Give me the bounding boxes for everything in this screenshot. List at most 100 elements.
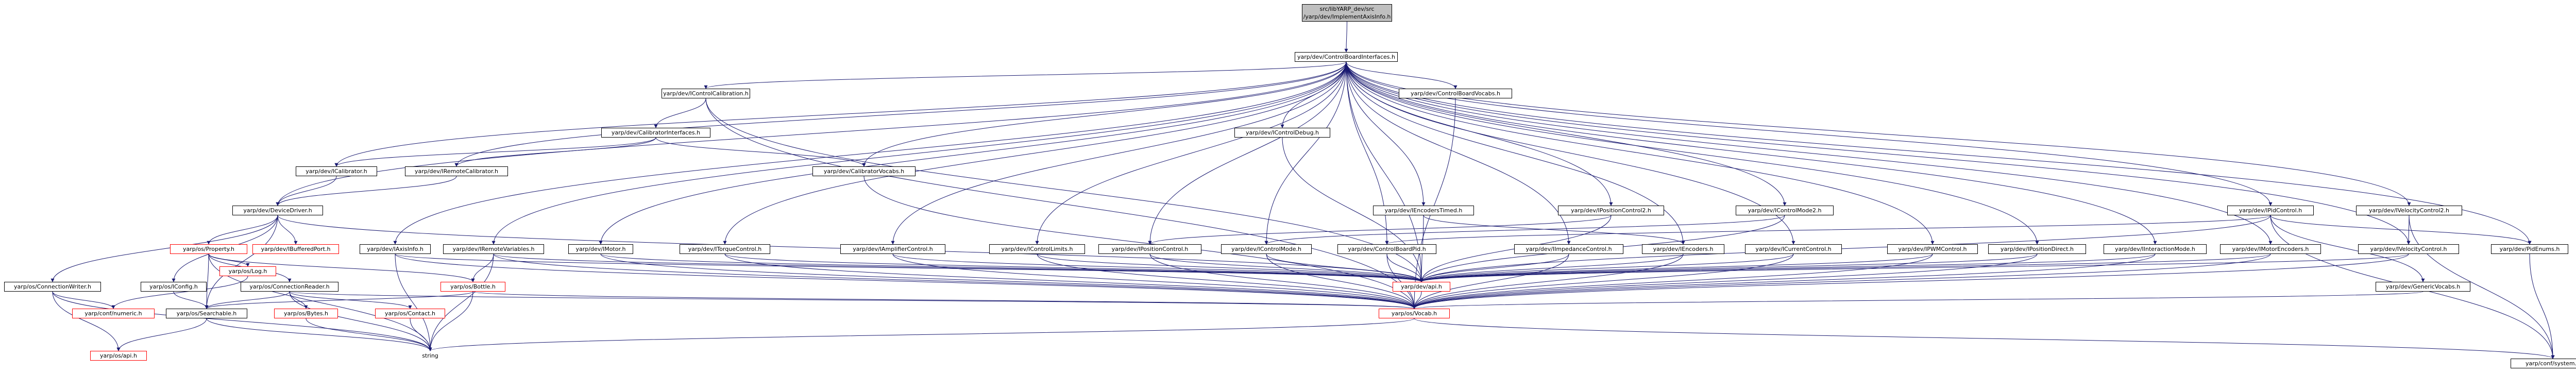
node-iimpedance-control[interactable]: yarp/dev/IImpedanceControl.h <box>1514 244 1623 254</box>
node-iencoders-timed[interactable]: yarp/dev/IEncodersTimed.h <box>1373 206 1474 215</box>
node-iaxis-info[interactable]: yarp/dev/IAxisInfo.h <box>360 244 431 254</box>
include-edge <box>1419 253 2038 282</box>
include-edge <box>1346 61 1787 206</box>
node-log[interactable]: yarp/os/Log.h <box>219 266 276 276</box>
node-icontrol-calibration[interactable]: yarp/dev/IControlCalibration.h <box>662 89 750 98</box>
include-edge <box>2409 215 2555 359</box>
include-edge <box>1419 253 2156 282</box>
node-searchable[interactable]: yarp/os/Searchable.h <box>166 309 247 318</box>
include-edge <box>277 215 298 245</box>
include-edge <box>111 276 248 309</box>
include-edge <box>1346 61 2273 206</box>
include-edge <box>1412 291 1422 309</box>
include-edge <box>1346 61 1571 245</box>
include-edge <box>1412 98 1456 309</box>
include-edge <box>276 61 1347 206</box>
include-edge <box>428 318 1415 351</box>
include-edge <box>116 318 207 351</box>
node-calibrator-vocabs[interactable]: yarp/dev/CalibratorVocabs.h <box>812 166 916 176</box>
node-conf-numeric[interactable]: yarp/conf/numeric.h <box>72 309 155 318</box>
node-connection-reader[interactable]: yarp/os/ConnectionReader.h <box>241 282 338 292</box>
node-ibuffered-port[interactable]: yarp/dev/IBufferedPort.h <box>252 244 339 254</box>
node-iencoders[interactable]: yarp/dev/IEncoders.h <box>1642 244 1724 254</box>
node-property[interactable]: yarp/os/Property.h <box>170 244 247 254</box>
node-iremote-calibrator[interactable]: yarp/dev/IRemoteCalibrator.h <box>405 166 508 176</box>
node-itorque-control[interactable]: yarp/dev/ITorqueControl.h <box>680 244 770 254</box>
node-iposition-control2[interactable]: yarp/dev/IPositionControl2.h <box>1558 206 1664 215</box>
include-edge <box>1412 253 1684 309</box>
include-edge <box>395 253 432 351</box>
include-edge <box>1413 291 2424 309</box>
node-dev-api[interactable]: yarp/dev/api.h <box>1393 282 1450 292</box>
root-node[interactable]: src/libYARP_dev/src /yarp/dev/ImplementA… <box>1302 4 1392 22</box>
root-line1: src/libYARP_dev/src <box>1319 6 1375 12</box>
node-imotor-encoders[interactable]: yarp/dev/IMotorEncoders.h <box>2220 244 2321 254</box>
node-iremote-variables[interactable]: yarp/dev/IRemoteVariables.h <box>443 244 544 254</box>
node-imotor[interactable]: yarp/dev/IMotor.h <box>568 244 633 254</box>
node-control-board-vocabs[interactable]: yarp/dev/ControlBoardVocabs.h <box>1399 89 1512 98</box>
include-edge <box>52 291 121 351</box>
node-conf-system[interactable]: yarp/conf/system.h <box>2511 359 2576 368</box>
node-icalibrator[interactable]: yarp/dev/ICalibrator.h <box>296 166 377 176</box>
include-edge <box>1264 215 1785 245</box>
include-edge <box>50 215 278 282</box>
node-icontrol-limits[interactable]: yarp/dev/IControlLimits.h <box>989 244 1085 254</box>
node-iconfig[interactable]: yarp/os/IConfig.h <box>141 282 207 292</box>
include-edge <box>1282 137 1423 282</box>
node-generic-vocabs[interactable]: yarp/dev/GenericVocabs.h <box>2376 282 2470 292</box>
include-edge <box>2270 215 2425 282</box>
node-string[interactable]: string <box>422 352 438 359</box>
include-edge <box>492 61 1347 245</box>
node-iposition-direct[interactable]: yarp/dev/IPositionDirect.h <box>1988 244 2086 254</box>
node-icontrol-mode[interactable]: yarp/dev/IControlMode.h <box>1221 244 1312 254</box>
include-edge <box>1412 253 1933 309</box>
include-edge <box>1346 61 2039 245</box>
include-edge <box>306 318 432 351</box>
node-icontrol-mode2[interactable]: yarp/dev/IControlMode2.h <box>1736 206 1834 215</box>
include-edge <box>892 253 1416 309</box>
include-edge <box>493 253 1416 309</box>
node-iposition-control[interactable]: yarp/dev/IPositionControl.h <box>1098 244 1201 254</box>
include-edge <box>1423 215 1685 245</box>
include-edge <box>207 215 278 245</box>
include-edge <box>205 291 473 309</box>
include-edge <box>1346 61 2411 206</box>
include-edge <box>289 291 412 309</box>
node-contact[interactable]: yarp/os/Contact.h <box>375 309 445 318</box>
include-edge <box>208 253 475 282</box>
node-device-driver[interactable]: yarp/dev/DeviceDriver.h <box>232 206 323 215</box>
include-edge <box>1037 253 1423 282</box>
node-control-board-pid[interactable]: yarp/dev/ControlBoardPid.h <box>1337 244 1436 254</box>
include-edge <box>704 61 1347 89</box>
node-icurrent-control[interactable]: yarp/dev/ICurrentControl.h <box>1745 244 1842 254</box>
node-ipid-control[interactable]: yarp/dev/IPidControl.h <box>2227 206 2314 215</box>
node-vocab[interactable]: yarp/os/Vocab.h <box>1379 309 1450 318</box>
node-os-api[interactable]: yarp/os/api.h <box>90 351 147 361</box>
node-iinteraction-mode[interactable]: yarp/dev/IInteractionMode.h <box>2104 244 2207 254</box>
include-edge <box>393 61 1347 245</box>
include-edge <box>1419 253 1933 282</box>
node-calibrator-interfaces[interactable]: yarp/dev/CalibratorInterfaces.h <box>601 128 710 138</box>
node-icontrol-debug[interactable]: yarp/dev/IControlDebug.h <box>1234 128 1330 138</box>
node-connection-writer[interactable]: yarp/os/ConnectionWriter.h <box>4 282 101 292</box>
include-edge <box>1264 61 1347 245</box>
include-edge <box>1386 253 1416 309</box>
include-edge <box>1266 253 1423 282</box>
include-edge <box>655 137 866 167</box>
include-edge <box>724 253 1416 309</box>
node-iamplifier-control[interactable]: yarp/dev/IAmplifierControl.h <box>840 244 945 254</box>
node-bottle[interactable]: yarp/os/Bottle.h <box>440 282 505 292</box>
include-edge <box>428 291 473 351</box>
node-ipwm-control[interactable]: yarp/dev/IPWMControl.h <box>1887 244 1978 254</box>
node-ivelocity-control[interactable]: yarp/dev/IVelocityControl.h <box>2358 244 2459 254</box>
node-control-board-interfaces[interactable]: yarp/dev/ControlBoardInterfaces.h <box>1295 52 1398 62</box>
node-bytes[interactable]: yarp/os/Bytes.h <box>274 309 338 318</box>
include-edge <box>1346 61 1423 282</box>
include-edge <box>1386 253 1423 282</box>
include-edge <box>724 253 1423 282</box>
include-edge <box>1346 61 2157 245</box>
include-edge <box>1346 61 1613 206</box>
node-pid-enums[interactable]: yarp/dev/PidEnums.h <box>2491 244 2568 254</box>
node-ivelocity-control2[interactable]: yarp/dev/IVelocityControl2.h <box>2356 206 2462 215</box>
